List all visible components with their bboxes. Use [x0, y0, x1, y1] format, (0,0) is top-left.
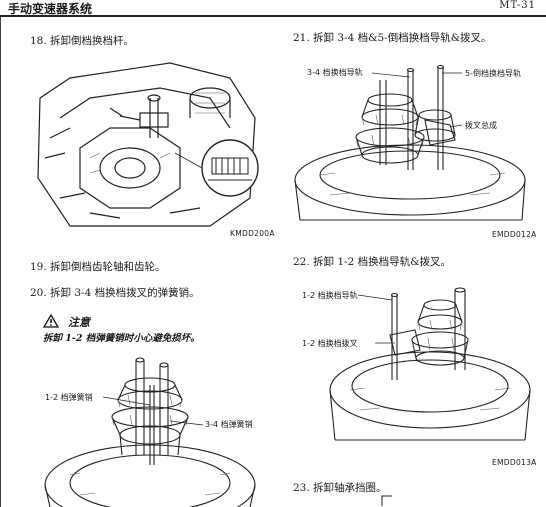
- warning-icon: [42, 313, 60, 328]
- left-margin-rule: [0, 17, 1, 507]
- label-fork-assembly: 拨叉总成: [465, 121, 497, 130]
- step-20-text: 20. 拆卸 3-4 档换档拨叉的弹簧销。: [30, 287, 200, 299]
- label-34-shift-rail: 3-4 档换档导轨: [307, 68, 363, 77]
- partial-illustration-corner: [381, 495, 392, 506]
- label-12-shift-rail: 1-2 档换档导轨: [302, 291, 358, 300]
- step-18-text: 18. 拆卸倒档换档杆。: [30, 35, 135, 47]
- label-12-shift-fork: 1-2 档换档拨叉: [302, 339, 358, 348]
- figure-code-22: EMDD013A: [492, 458, 537, 467]
- label-34-spring-pin: 3-4 档弹簧销: [205, 420, 253, 429]
- step-23-text: 23. 拆卸轴承挡圈。: [293, 482, 387, 494]
- illustration-shift-lever: [37, 62, 259, 227]
- label-5r-shift-rail: 5-倒档换档导轨: [465, 69, 521, 78]
- label-12-spring-pin: 1-2 档弹簧销: [45, 393, 93, 402]
- illustration-shift-rails-34-5r: [294, 64, 526, 221]
- illustration-spring-pins: [44, 357, 256, 507]
- caution-text: 拆卸 1-2 档弹簧销时小心避免损坏。: [43, 333, 200, 344]
- step-21-text: 21. 拆卸 3-4 档&5-倒档换档导轨&拨叉。: [293, 32, 492, 44]
- caution-title: 注意: [68, 316, 90, 329]
- header-rule: [0, 15, 546, 17]
- step-22-text: 22. 拆卸 1-2 档换档导轨&拨叉。: [293, 256, 451, 268]
- figure-code-18: KMDD200A: [230, 229, 275, 238]
- page-header-title: 手动变速器系统: [8, 2, 93, 16]
- page-number: MT-31: [499, 0, 536, 11]
- illustration-shift-rail-12: [329, 287, 531, 441]
- figure-code-21: EMDD012A: [492, 230, 537, 239]
- step-19-text: 19. 拆卸倒档齿轮轴和齿轮。: [30, 261, 166, 273]
